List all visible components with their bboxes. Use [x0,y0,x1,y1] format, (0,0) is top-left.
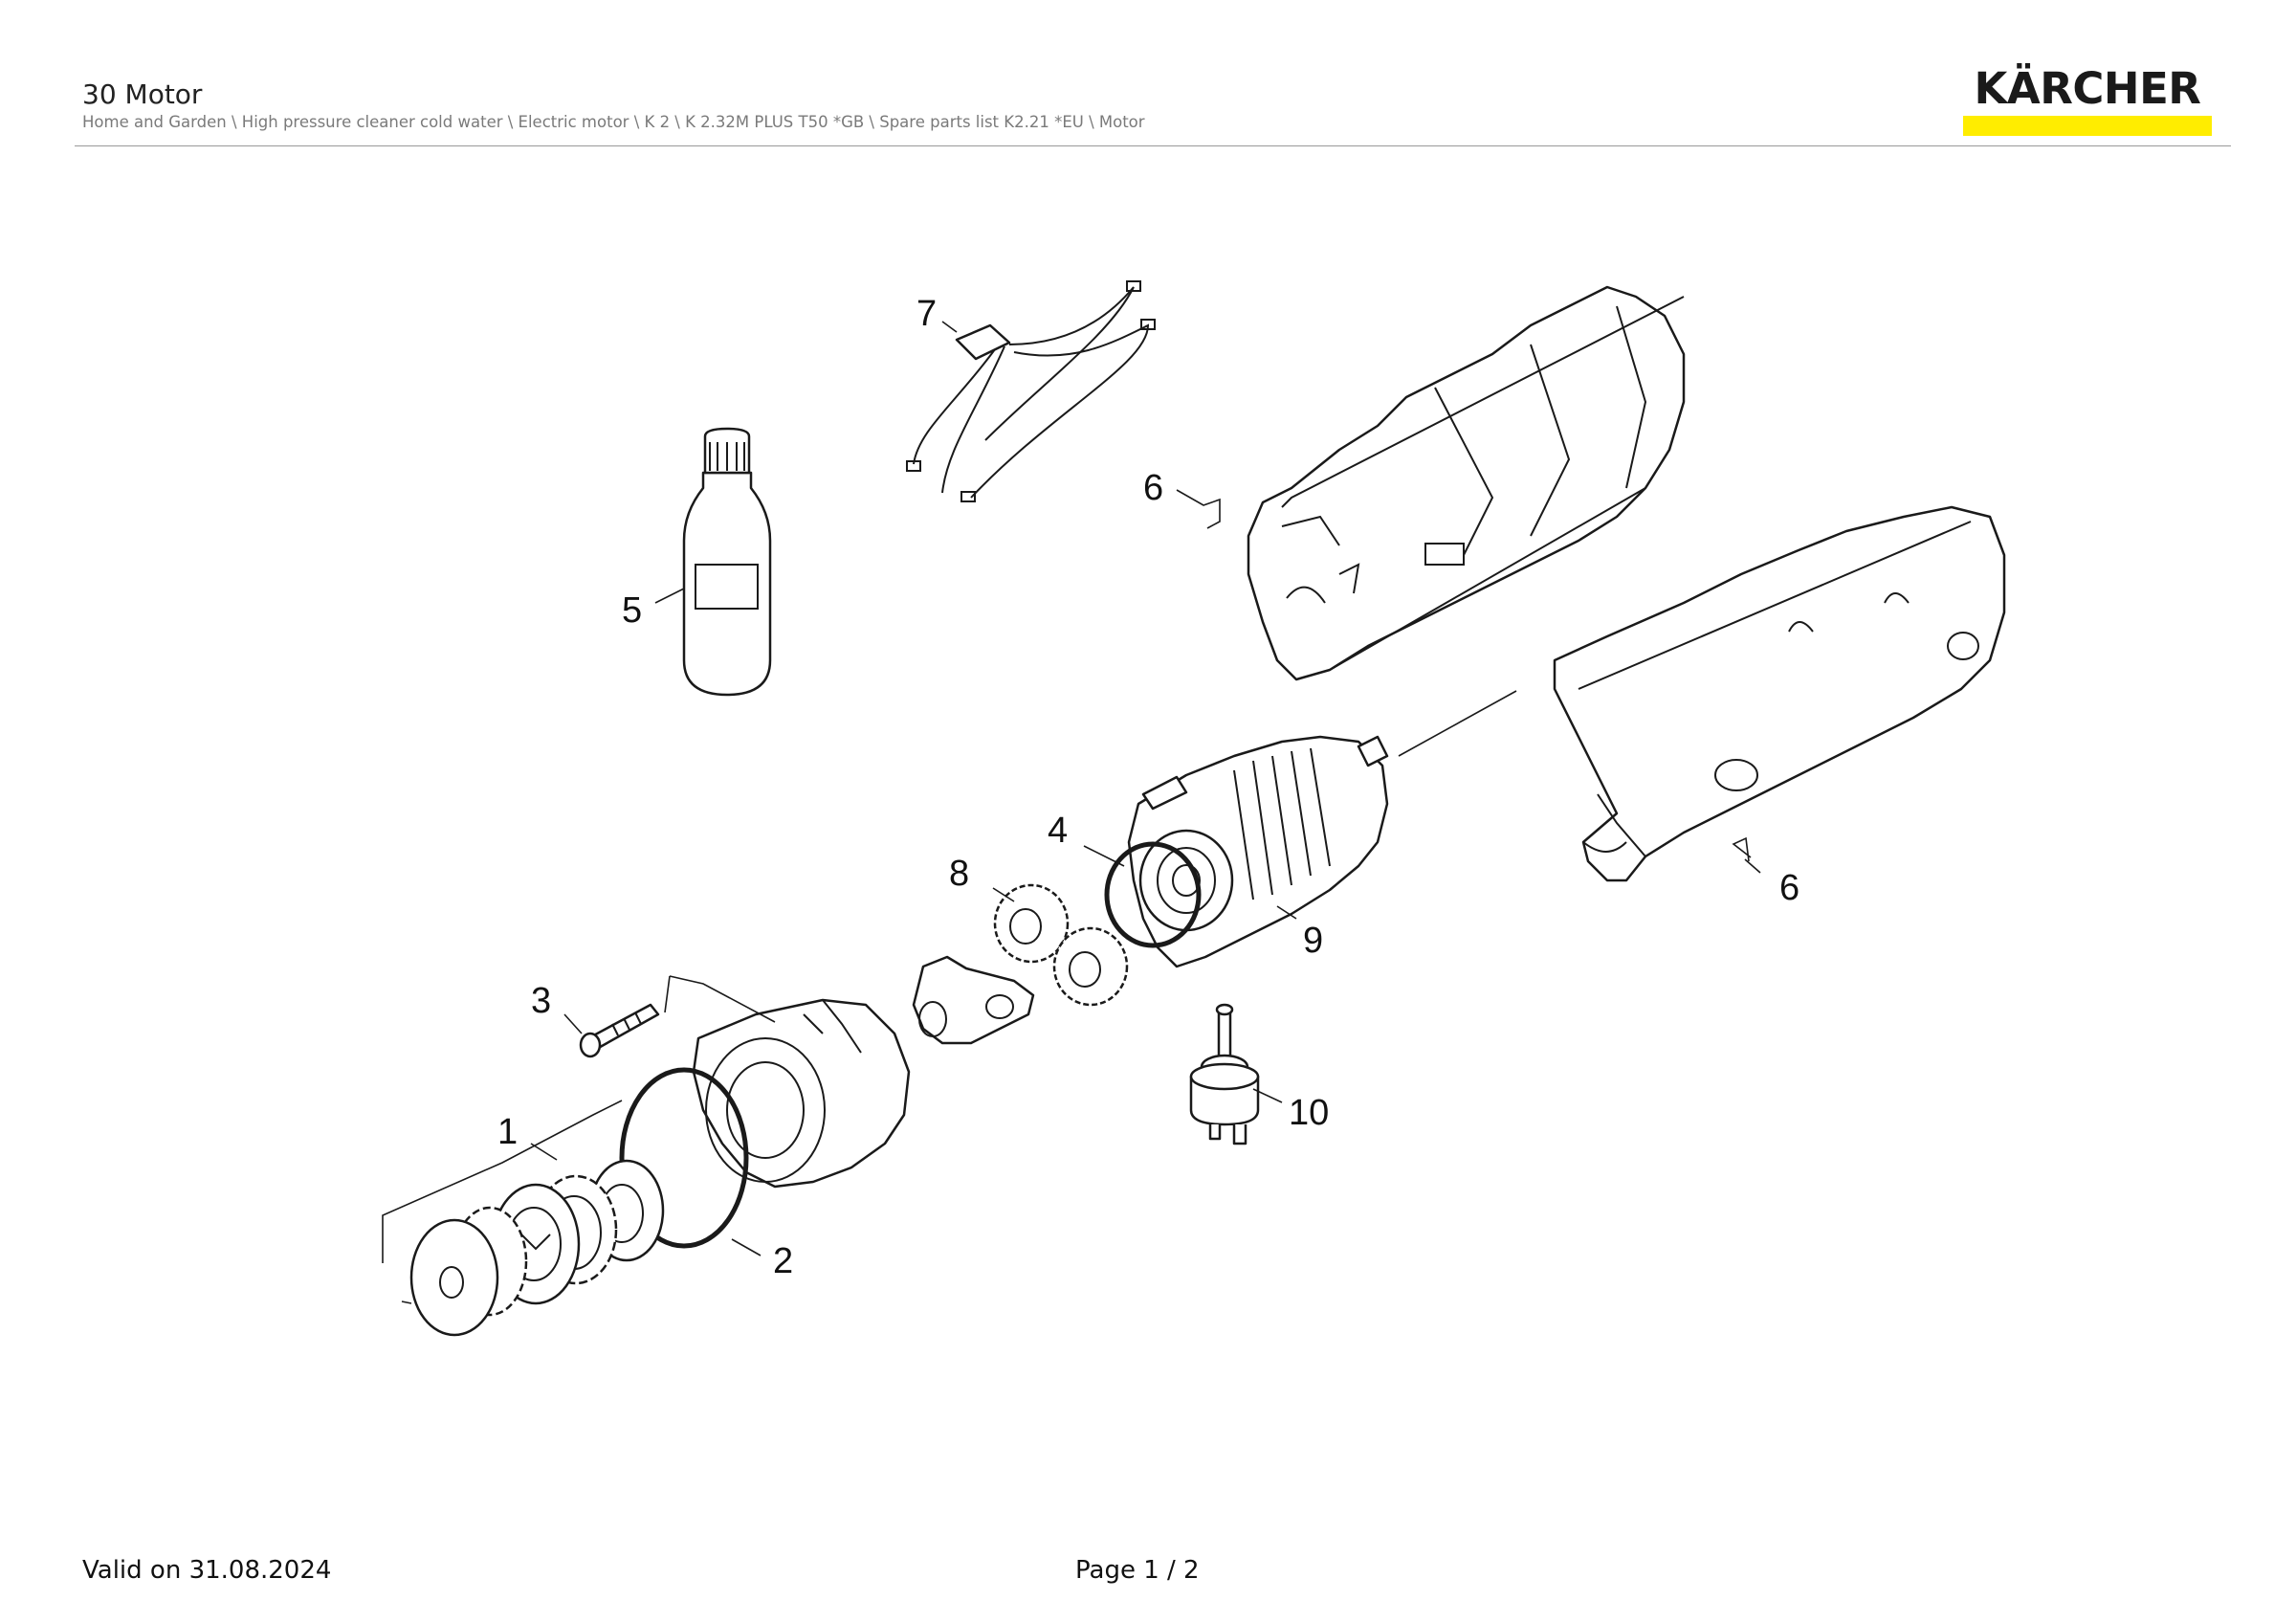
callout-3: 3 [531,981,551,1021]
part-3-screw[interactable] [579,1003,660,1058]
page-number: Page 1 / 2 [1075,1556,1200,1585]
callout-9: 9 [1303,921,1323,961]
callout-10: 10 [1289,1093,1329,1133]
part-4-o-ring[interactable] [1104,841,1202,948]
page-title: 30 Motor [82,78,203,110]
callout-8: 8 [949,854,969,894]
callout-7: 7 [916,294,937,334]
callout-1: 1 [497,1112,518,1152]
logo-wordmark: KÄRCHER [1974,63,2201,114]
part-10-switch[interactable] [1189,1003,1260,1145]
leader-lines [382,321,1761,1304]
breadcrumb: Home and Garden \ High pressure cleaner … [82,113,1145,131]
part-2-bearing-housing[interactable] [619,998,911,1249]
part-6-housing-upper[interactable] [1247,285,1686,681]
callout-5: 5 [622,590,642,631]
part-1-bearing-set[interactable] [409,1159,665,1337]
part-9-motor[interactable] [1127,735,1389,968]
part-6-housing-lower[interactable] [1553,505,2006,882]
header-divider [75,145,2231,146]
callout-labels: 7 6 5 6 4 8 9 3 10 1 2 [497,294,1799,1281]
callout-4: 4 [1048,811,1068,851]
callout-2: 2 [773,1241,793,1281]
karcher-logo: KÄRCHER [1959,63,2216,140]
part-7-wiring[interactable] [906,280,1156,502]
callout-6-lower: 6 [1779,868,1799,908]
logo-yellow-bar [1963,116,2212,136]
part-5-bottle[interactable] [682,427,772,697]
callout-6-upper: 6 [1143,468,1163,508]
part-8-gears[interactable] [912,883,1129,1045]
valid-date: Valid on 31.08.2024 [82,1556,332,1585]
